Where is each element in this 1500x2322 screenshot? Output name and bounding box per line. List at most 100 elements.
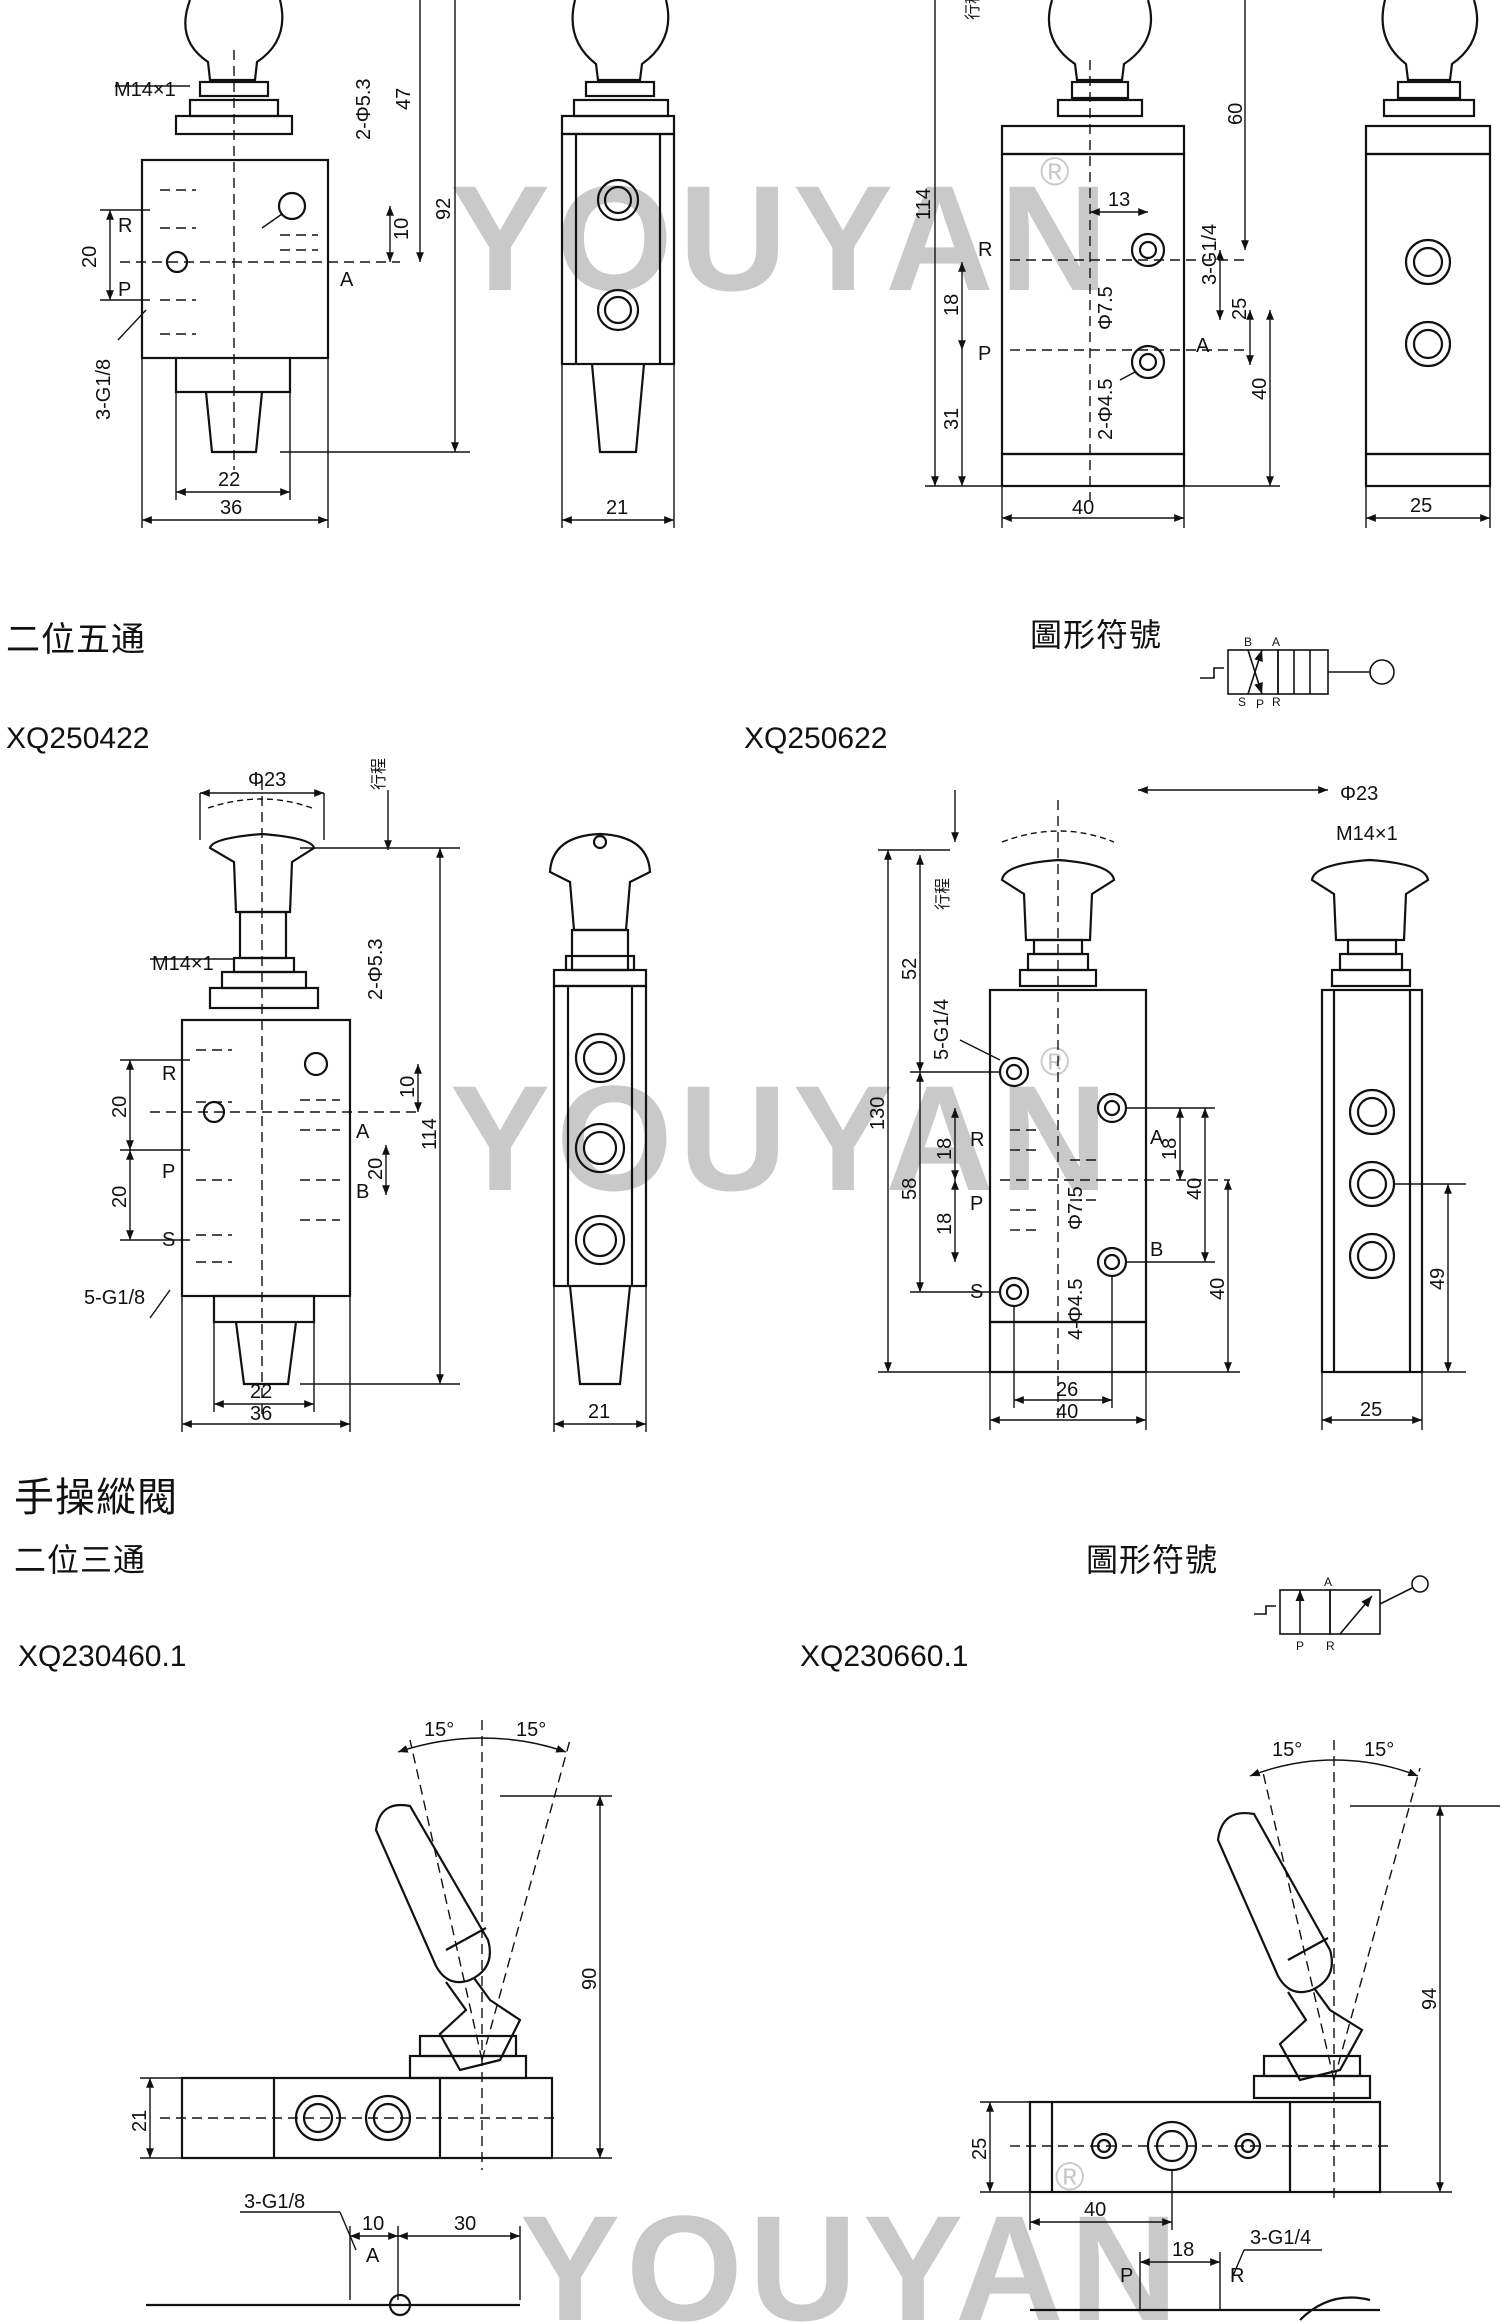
- svg-text:P: P: [1296, 1639, 1304, 1653]
- svg-text:R: R: [970, 1129, 984, 1151]
- svg-text:5-G1/4: 5-G1/4: [931, 999, 953, 1060]
- svg-text:P: P: [118, 279, 131, 301]
- svg-text:10: 10: [362, 2213, 384, 2235]
- svg-text:13: 13: [1108, 189, 1130, 211]
- svg-text:18: 18: [941, 294, 963, 316]
- model-label-xq250622: XQ250622: [744, 722, 888, 755]
- svg-text:R: R: [1272, 695, 1281, 709]
- svg-text:15°: 15°: [1364, 1739, 1394, 1761]
- svg-text:60: 60: [1225, 103, 1247, 125]
- svg-text:15°: 15°: [424, 1719, 454, 1741]
- svg-text:M14×1: M14×1: [1336, 823, 1398, 845]
- svg-text:18: 18: [1159, 1138, 1181, 1160]
- svg-text:40: 40: [1084, 2199, 1106, 2221]
- svg-text:92: 92: [433, 198, 455, 220]
- svg-text:A: A: [366, 2245, 380, 2267]
- svg-text:3-G1/4: 3-G1/4: [1199, 224, 1221, 285]
- model-label-xq230460: XQ230460.1: [18, 1640, 187, 1673]
- svg-text:20: 20: [109, 1096, 131, 1118]
- symbol-label-5way: 圖形符號: [1030, 616, 1163, 654]
- drawing-top-right-front: R P A 13 40 114 60 3-G1/4 25 40 18 31 Φ7…: [913, 0, 1280, 528]
- svg-text:22: 22: [250, 1381, 272, 1403]
- svg-text:20: 20: [109, 1186, 131, 1208]
- svg-text:YOUYAN: YOUYAN: [450, 154, 1114, 322]
- svg-text:114: 114: [913, 188, 935, 220]
- svg-text:25: 25: [1229, 298, 1251, 320]
- svg-text:18: 18: [934, 1138, 956, 1160]
- svg-text:40: 40: [1072, 497, 1094, 519]
- symbol-label-3way: 圖形符號: [1086, 1541, 1219, 1579]
- svg-text:R: R: [1230, 2265, 1244, 2287]
- svg-text:P: P: [1256, 697, 1264, 711]
- svg-text:3-G1/8: 3-G1/8: [244, 2191, 305, 2213]
- svg-text:M14×1: M14×1: [152, 953, 214, 975]
- svg-text:B: B: [1150, 1239, 1163, 1261]
- svg-text:130: 130: [867, 1097, 889, 1130]
- svg-text:20: 20: [79, 246, 101, 268]
- svg-text:A: A: [340, 269, 354, 291]
- svg-text:25: 25: [969, 2138, 991, 2160]
- svg-text:25: 25: [1360, 1399, 1382, 1421]
- svg-text:21: 21: [129, 2110, 151, 2132]
- svg-text:Φ7.5: Φ7.5: [1065, 1186, 1087, 1230]
- section-title-manual: 手操縱閥: [14, 1475, 178, 1521]
- svg-text:40: 40: [1249, 378, 1271, 400]
- svg-text:YOUYAN: YOUYAN: [520, 2184, 1184, 2322]
- svg-text:10: 10: [391, 218, 413, 240]
- svg-text:P: P: [1120, 2265, 1133, 2287]
- svg-text:58: 58: [899, 1178, 921, 1200]
- svg-text:®: ®: [1040, 1040, 1069, 1084]
- svg-text:15°: 15°: [1272, 1739, 1302, 1761]
- svg-text:90: 90: [579, 1968, 601, 1990]
- svg-text:2-Φ4.5: 2-Φ4.5: [1095, 378, 1117, 440]
- svg-text:21: 21: [606, 497, 628, 519]
- svg-text:52: 52: [899, 958, 921, 980]
- svg-text:10: 10: [397, 1076, 419, 1098]
- drawing-xq250422-side: 21: [548, 832, 652, 1432]
- svg-text:®: ®: [1040, 150, 1069, 194]
- svg-text:A: A: [1324, 1575, 1332, 1589]
- svg-text:S: S: [1238, 695, 1246, 709]
- model-label-xq250422: XQ250422: [6, 722, 150, 755]
- svg-text:20: 20: [365, 1158, 387, 1180]
- svg-text:21: 21: [588, 1401, 610, 1423]
- section-subtitle-2pos3way: 二位三通: [14, 1541, 147, 1579]
- svg-text:P: P: [978, 343, 991, 365]
- svg-text:36: 36: [220, 497, 242, 519]
- drawing-top-left-side: 21: [560, 0, 676, 528]
- svg-text:15°: 15°: [516, 1719, 546, 1741]
- svg-text:S: S: [970, 1281, 983, 1303]
- drawing-top-left-front: M14×1 R P A 22 36 20 10 47 92 2-Φ5.3 3-G…: [79, 0, 470, 528]
- svg-text:94: 94: [1419, 1988, 1441, 2010]
- svg-text:47: 47: [393, 88, 415, 110]
- svg-text:26: 26: [1056, 1379, 1078, 1401]
- svg-text:36: 36: [250, 1403, 272, 1425]
- drawing-xq250622-side: Φ23 M14×1 49 25: [1310, 783, 1466, 1430]
- svg-text:B: B: [356, 1181, 369, 1203]
- svg-text:行程: 行程: [964, 0, 982, 20]
- section-title-2pos5way: 二位五通: [6, 620, 146, 660]
- svg-text:25: 25: [1410, 495, 1432, 517]
- model-label-xq230660: XQ230660.1: [800, 1640, 969, 1673]
- svg-text:40: 40: [1184, 1178, 1206, 1200]
- svg-text:40: 40: [1056, 1401, 1078, 1423]
- svg-text:P: P: [162, 1161, 175, 1183]
- svg-text:R: R: [162, 1063, 176, 1085]
- svg-text:40: 40: [1207, 1278, 1229, 1300]
- svg-text:22: 22: [218, 469, 240, 491]
- svg-text:A: A: [1196, 335, 1210, 357]
- svg-text:A: A: [1272, 635, 1280, 649]
- watermark-bottom: YOUYAN ®: [520, 2155, 1184, 2322]
- svg-text:2-Φ5.3: 2-Φ5.3: [365, 938, 387, 1000]
- drawing-xq250422-front: Φ23 M14×1 R P S A B 5-G1/8 22 36 20 20 2…: [84, 758, 460, 1432]
- svg-text:Φ23: Φ23: [1340, 783, 1378, 805]
- svg-text:YOUYAN: YOUYAN: [450, 1054, 1114, 1222]
- svg-text:3-G1/8: 3-G1/8: [93, 359, 115, 420]
- svg-text:49: 49: [1427, 1268, 1449, 1290]
- drawing-xq230660-lever: 15° 15° 94 25 40 18 3-G1/4 P R: [969, 1739, 1500, 2321]
- svg-text:S: S: [162, 1229, 175, 1251]
- svg-text:2-Φ5.3: 2-Φ5.3: [353, 78, 375, 140]
- svg-text:R: R: [1326, 1639, 1335, 1653]
- symbol-2pos5way: B A S P R: [1200, 635, 1395, 711]
